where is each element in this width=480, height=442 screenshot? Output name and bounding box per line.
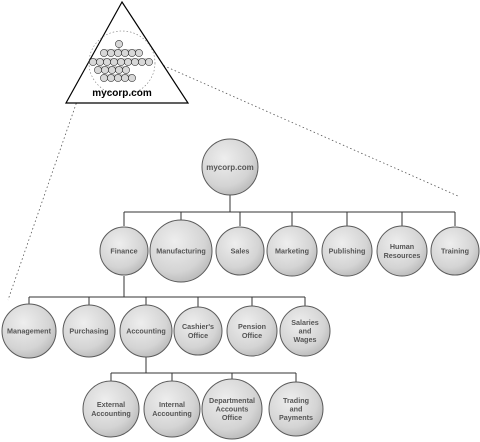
tree-connectors	[28, 190, 456, 383]
node-management: Management	[1, 303, 57, 359]
node-manufacturing: Manufacturing	[149, 219, 213, 283]
mini-node	[117, 58, 125, 66]
node-circle	[1, 303, 57, 359]
node-circle	[173, 306, 223, 356]
mini-node	[121, 49, 129, 57]
mini-node	[89, 58, 97, 66]
node-circle	[215, 226, 265, 276]
node-circle	[430, 226, 480, 276]
mini-node	[100, 74, 108, 82]
node-circle	[149, 219, 213, 283]
mini-node	[131, 58, 139, 66]
node-circle	[279, 305, 331, 357]
node-circle	[119, 304, 173, 358]
level1-nodes: Finance Manufacturing Sales Marketing Publis…	[99, 219, 480, 283]
mini-node	[108, 66, 116, 74]
node-accounting: Accounting	[119, 304, 173, 358]
mini-node	[101, 66, 109, 74]
node-label: Sales	[231, 247, 250, 256]
mini-node	[145, 58, 153, 66]
node-label: Management	[7, 327, 52, 336]
node-circle	[266, 225, 318, 277]
mini-node	[107, 49, 115, 57]
node-circle	[226, 305, 278, 357]
zoom-lines	[7, 57, 459, 301]
triangle-label: mycorp.com	[92, 88, 152, 99]
node-label: Purchasing	[69, 327, 108, 336]
node-label: Marketing	[275, 247, 309, 256]
zoom-line-left	[7, 57, 93, 301]
node-label: Accounting	[126, 327, 166, 336]
mini-node	[121, 74, 129, 82]
node-label: Finance	[110, 247, 137, 256]
mini-node	[103, 58, 111, 66]
triangle-zoom-circle	[88, 30, 156, 96]
mini-node	[124, 58, 132, 66]
node-label: Publishing	[329, 247, 366, 256]
node-label: Manufacturing	[156, 247, 206, 256]
mini-node	[107, 74, 115, 82]
mini-node	[110, 58, 118, 66]
root-label: mycorp.com	[206, 163, 254, 172]
mini-node	[100, 49, 108, 57]
mini-org-tree-icon	[89, 40, 153, 82]
root-node: mycorp.com	[201, 138, 259, 196]
domain-triangle: mycorp.com	[64, 0, 190, 104]
node-finance: Finance	[99, 226, 149, 276]
node-circle	[321, 225, 373, 277]
node-circle	[376, 225, 428, 277]
node-purchasing: Purchasing	[62, 304, 116, 358]
mini-node	[128, 49, 136, 57]
node-sales: Sales	[215, 226, 265, 276]
mini-node	[94, 66, 102, 74]
mini-node	[114, 74, 122, 82]
node-circle	[99, 226, 149, 276]
mini-node	[114, 49, 122, 57]
node-circle	[143, 380, 201, 438]
node-marketing: Marketing	[266, 225, 318, 277]
mini-node	[122, 66, 130, 74]
node-circle	[62, 304, 116, 358]
mini-node	[115, 66, 123, 74]
node-circle	[268, 381, 324, 437]
mini-node	[135, 49, 143, 57]
node-label: Training	[441, 247, 469, 256]
node-training: Training	[430, 226, 480, 276]
node-circle	[201, 378, 263, 440]
mini-node	[115, 40, 123, 48]
node-circle	[82, 380, 140, 438]
mini-node	[96, 58, 104, 66]
node-circle	[201, 138, 259, 196]
mini-node	[138, 58, 146, 66]
node-publishing: Publishing	[321, 225, 373, 277]
mini-node	[128, 74, 136, 82]
